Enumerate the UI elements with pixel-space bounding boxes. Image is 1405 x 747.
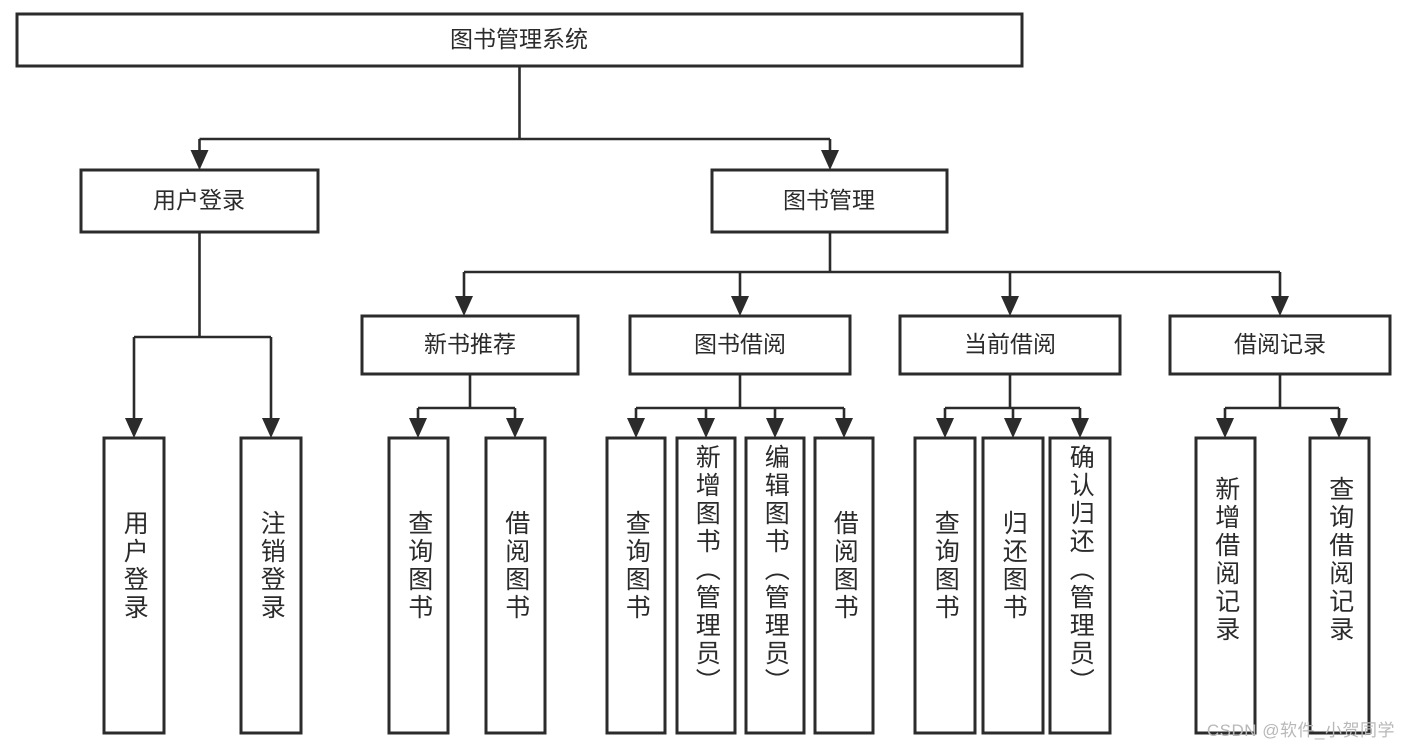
arrow-to-new-book-rec xyxy=(455,296,473,316)
arrow-to-leaf-return-book xyxy=(1004,418,1022,438)
node-leaf-logout-box[interactable] xyxy=(239,436,303,735)
node-borrow-record-box[interactable] xyxy=(1168,314,1392,376)
arrow-to-leaf-query-record xyxy=(1330,418,1348,438)
node-leaf-query-book-3-box[interactable] xyxy=(913,436,977,735)
arrow-to-leaf-edit-book xyxy=(766,418,784,438)
node-leaf-query-record-box[interactable] xyxy=(1308,436,1371,735)
node-user-login-label: 用户登录 xyxy=(153,187,245,213)
arrow-to-book-borrow xyxy=(731,296,749,316)
node-current-borrow-box[interactable] xyxy=(898,314,1122,376)
node-leaf-query-book-1-box[interactable] xyxy=(387,436,450,735)
edges-layer xyxy=(125,66,1348,438)
node-book-borrow-box[interactable] xyxy=(628,314,852,376)
node-book-manage[interactable]: 图书管理 xyxy=(710,168,949,234)
arrow-to-current-borrow xyxy=(1001,296,1019,316)
node-borrow-record-label: 借阅记录 xyxy=(1234,331,1326,357)
arrow-to-leaf-user-login xyxy=(125,418,143,438)
node-current-borrow-label: 当前借阅 xyxy=(964,331,1056,357)
node-leaf-user-login-box[interactable] xyxy=(102,436,166,735)
watermark-text: CSDN @软件_小贺同学 xyxy=(1206,721,1395,740)
node-leaf-edit-book-box[interactable] xyxy=(744,436,806,735)
node-book-manage-label: 图书管理 xyxy=(783,187,875,213)
arrow-to-leaf-confirm-return xyxy=(1071,418,1089,438)
node-user-login[interactable]: 用户登录 xyxy=(79,168,320,234)
node-user-login-box[interactable] xyxy=(79,168,320,234)
node-borrow-record[interactable]: 借阅记录 xyxy=(1168,314,1392,376)
node-root-label: 图书管理系统 xyxy=(450,26,588,52)
arrow-to-borrow-record xyxy=(1271,296,1289,316)
node-new-book-rec[interactable]: 新书推荐 xyxy=(360,314,580,376)
node-root[interactable]: 图书管理系统 xyxy=(15,12,1024,68)
node-leaf-borrow-book-1-box[interactable] xyxy=(484,436,547,735)
arrow-to-leaf-query-book-2 xyxy=(627,418,645,438)
node-leaf-add-book-box[interactable] xyxy=(675,436,737,735)
arrow-to-leaf-query-book-3 xyxy=(936,418,954,438)
arrow-to-book-manage xyxy=(821,150,839,170)
node-root-box[interactable] xyxy=(15,12,1024,68)
node-new-book-rec-box[interactable] xyxy=(360,314,580,376)
node-book-manage-box[interactable] xyxy=(710,168,949,234)
leaf-boxes-layer xyxy=(102,436,1371,735)
node-book-borrow-label: 图书借阅 xyxy=(694,331,786,357)
node-leaf-query-book-2-box[interactable] xyxy=(605,436,667,735)
node-new-book-rec-label: 新书推荐 xyxy=(424,331,516,357)
node-leaf-confirm-return-box[interactable] xyxy=(1048,436,1112,735)
arrow-to-leaf-borrow-book-1 xyxy=(506,418,524,438)
arrow-to-leaf-borrow-book-2 xyxy=(835,418,853,438)
arrow-to-leaf-add-book xyxy=(697,418,715,438)
node-leaf-borrow-book-2-box[interactable] xyxy=(813,436,875,735)
node-book-borrow[interactable]: 图书借阅 xyxy=(628,314,852,376)
arrow-to-leaf-query-book-1 xyxy=(409,418,427,438)
arrow-to-leaf-add-record xyxy=(1216,418,1234,438)
node-leaf-add-record-box[interactable] xyxy=(1194,436,1257,735)
arrow-to-leaf-logout xyxy=(262,418,280,438)
arrow-to-user-login xyxy=(190,150,209,170)
nodes-layer: 图书管理系统 用户登录 图书管理 新书推荐 图书借阅 当前 xyxy=(15,12,1392,735)
node-leaf-return-book-box[interactable] xyxy=(981,436,1045,735)
node-current-borrow[interactable]: 当前借阅 xyxy=(898,314,1122,376)
